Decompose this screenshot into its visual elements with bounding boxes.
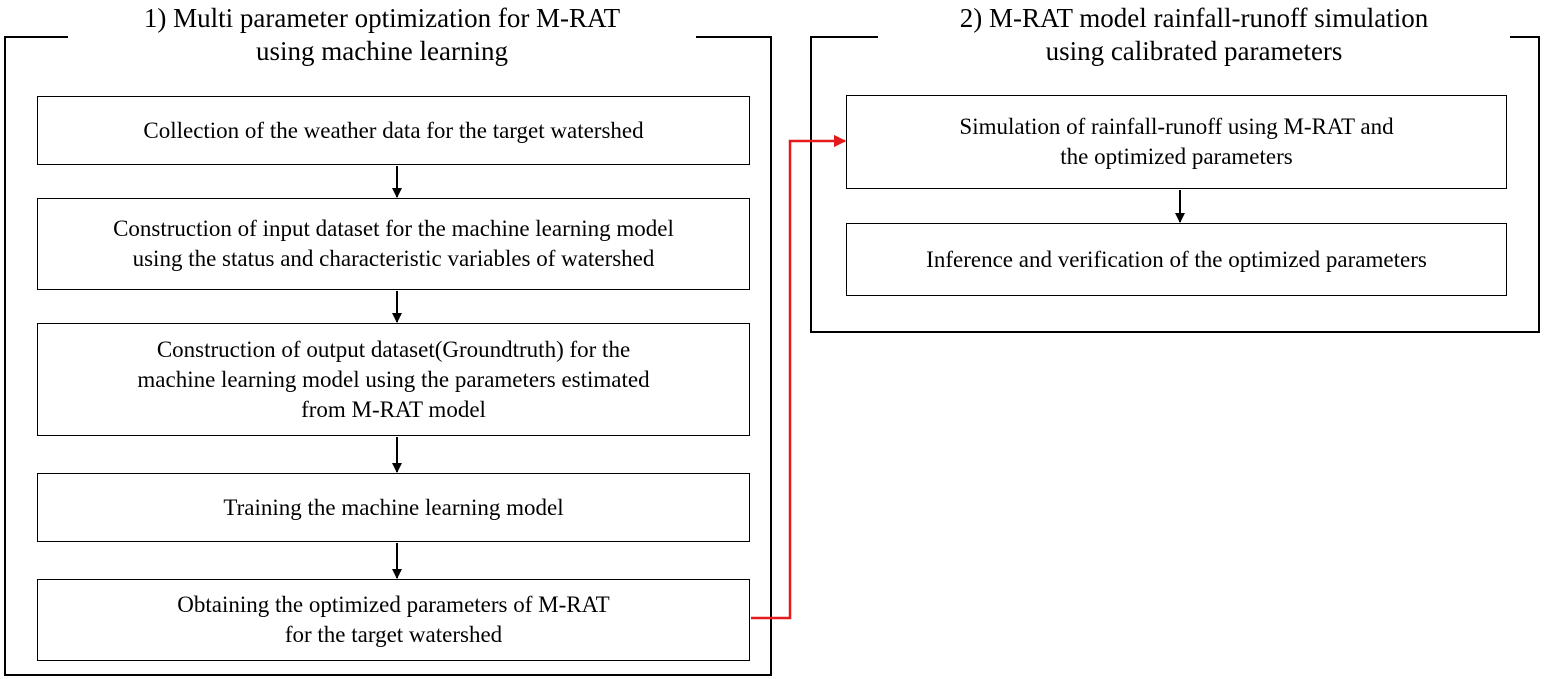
step-text: Construction of output dataset(Groundtru…: [156, 336, 631, 362]
step-text: machine learning model using the paramet…: [137, 366, 650, 392]
step-inference-verification: Inference and verification of the optimi…: [846, 223, 1507, 296]
step-text: from M-RAT model: [301, 396, 486, 422]
left-panel-title: 1) Multi parameter optimization for M-RA…: [68, 2, 696, 68]
right-panel-title: 2) M-RAT model rainfall-runoff simulatio…: [878, 2, 1510, 68]
step-text: Collection of the weather data for the t…: [143, 117, 644, 143]
step-construct-input-dataset: Construction of input dataset for the ma…: [37, 198, 750, 290]
connector-left-to-right: [751, 134, 847, 620]
step-simulate-rainfall-runoff: Simulation of rainfall-runoff using M-RA…: [846, 95, 1507, 189]
step-text: the optimized parameters: [1060, 144, 1293, 169]
step-text: Simulation of rainfall-runoff using M-RA…: [959, 114, 1394, 139]
right-panel-title-line-1: 2) M-RAT model rainfall-runoff simulatio…: [959, 3, 1429, 33]
step-construct-output-dataset: Construction of output dataset(Groundtru…: [37, 323, 750, 436]
step-text: using the status and characteristic vari…: [132, 246, 655, 271]
left-panel-title-line-2: using machine learning: [256, 36, 508, 66]
step-train-model: Training the machine learning model: [37, 473, 750, 542]
step-text: Inference and verification of the optimi…: [926, 246, 1427, 272]
step-text: Training the machine learning model: [223, 494, 564, 520]
right-panel-title-line-2: using calibrated parameters: [1045, 36, 1343, 66]
step-obtain-optimized-parameters: Obtaining the optimized parameters of M-…: [37, 579, 750, 661]
left-panel-title-line-1: 1) Multi parameter optimization for M-RA…: [143, 3, 621, 33]
step-text: for the target watershed: [284, 622, 503, 647]
step-text: Obtaining the optimized parameters of M-…: [177, 592, 610, 617]
step-collect-weather-data: Collection of the weather data for the t…: [37, 96, 750, 165]
step-text: Construction of input dataset for the ma…: [113, 216, 674, 241]
